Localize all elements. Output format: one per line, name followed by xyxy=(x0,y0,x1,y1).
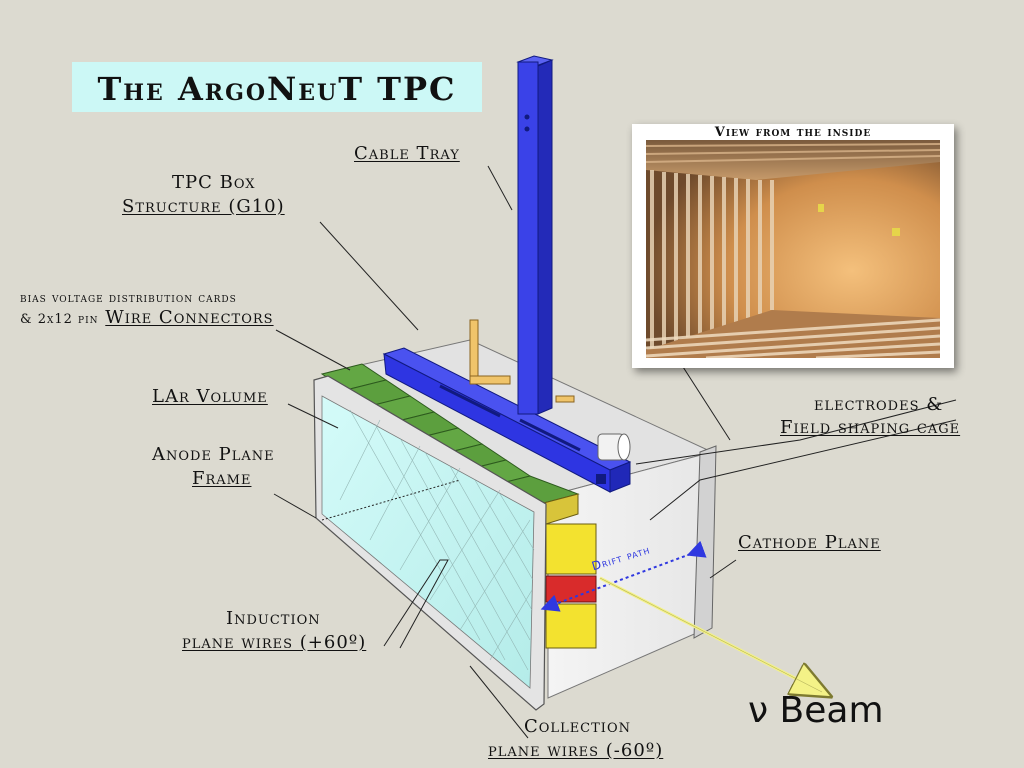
drift-path-arrow xyxy=(540,540,707,612)
inside-view-photo-frame: View from the inside xyxy=(632,124,954,368)
label-anode-line1: Anode Plane xyxy=(152,444,275,465)
photo-caption: View from the inside xyxy=(714,125,872,140)
label-anode-line2: Frame xyxy=(192,468,252,489)
leader-lines xyxy=(273,165,957,739)
label-wire-connectors-prefix: & 2x12 pin xyxy=(20,312,99,327)
label-wire-connectors: & 2x12 pin Wire Connectors xyxy=(20,308,274,330)
tpc-box-side xyxy=(547,451,713,699)
label-induction-line2: plane wires (+60º) xyxy=(182,632,367,653)
label-collection-line1: Collection xyxy=(524,716,631,737)
label-neutrino-beam: ν Beam xyxy=(748,690,884,731)
cable-tray-vertical xyxy=(516,55,554,415)
title-banner: The ArgoNeuT TPC xyxy=(72,62,482,112)
feedthrough-cylinder xyxy=(597,433,631,461)
label-tpc-box-line1: TPC Box xyxy=(172,172,256,193)
label-bias-cards: bias voltage distribution cards xyxy=(20,291,237,306)
label-lar-volume: LAr Volume xyxy=(152,386,268,407)
label-electrodes-line1: electrodes & xyxy=(814,394,944,415)
label-induction-line1: Induction xyxy=(226,608,321,629)
page-title: The ArgoNeuT TPC xyxy=(97,70,457,108)
label-cable-tray: Cable Tray xyxy=(354,143,460,164)
lar-volume-window xyxy=(321,395,535,689)
label-wire-connectors-main: Wire Connectors xyxy=(105,307,274,328)
label-tpc-box-line2: Structure (G10) xyxy=(122,196,285,217)
label-collection-line2: plane wires (-60º) xyxy=(488,740,664,761)
cable-tray-horizontal xyxy=(382,347,632,493)
wire-planes xyxy=(339,409,535,671)
feed-pipes xyxy=(469,319,575,403)
inside-view-photo xyxy=(646,140,940,358)
label-electrodes-line2: Field shaping cage xyxy=(780,417,961,438)
label-cathode-plane: Cathode Plane xyxy=(738,532,881,553)
